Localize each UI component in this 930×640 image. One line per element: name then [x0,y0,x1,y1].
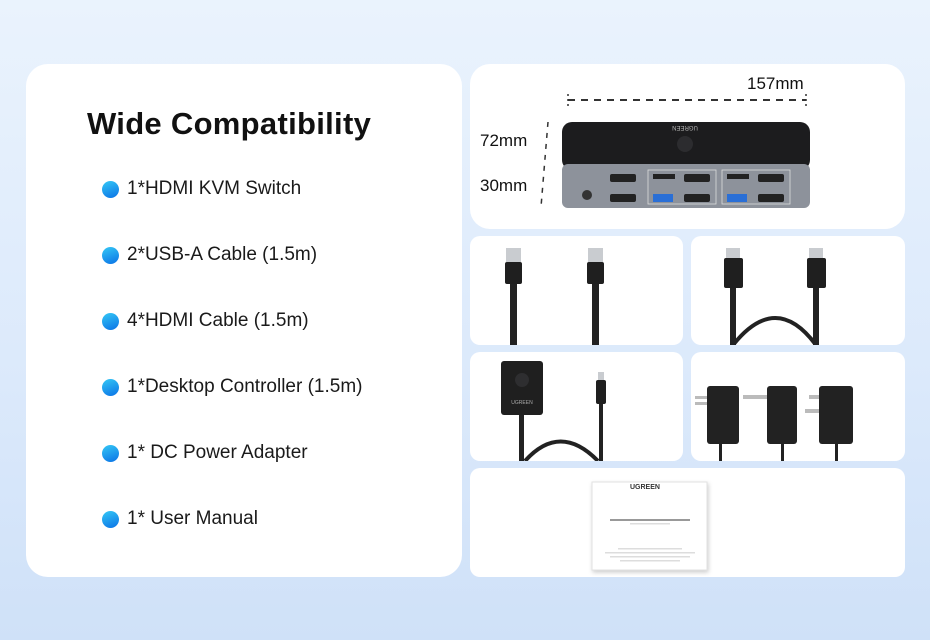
hdmi-cable-image [724,248,826,345]
bullet-icon [102,180,119,198]
controller-card: UGREEN [470,352,683,461]
user-manual-image [591,481,708,571]
depth-label: 72mm [480,131,528,150]
bullet-icon [102,246,119,264]
bullet-icon [102,378,119,396]
svg-text:UGREEN: UGREEN [511,400,533,406]
manual-brand: UGREEN [630,484,660,491]
item-label: 1* User Manual [127,508,258,529]
list-item: 1* DC Power Adapter [102,442,308,464]
height-label: 30mm [480,176,528,195]
usb-cable-card [470,236,683,345]
hdmi-cable-card [691,236,905,345]
brand-logo: UGREEN [672,124,698,130]
item-label: 4*HDMI Cable (1.5m) [127,310,309,331]
desktop-controller-image: UGREEN [501,361,606,461]
item-label: 1*Desktop Controller (1.5m) [127,376,363,397]
package-contents-card: Wide Compatibility 1*HDMI KVM Switch 2*U… [26,64,462,577]
list-item: 1*Desktop Controller (1.5m) [102,376,362,398]
item-label: 1*HDMI KVM Switch [127,178,302,199]
bullet-icon [102,312,119,330]
width-label: 157mm [747,74,804,93]
bullet-icon [102,444,119,462]
list-item: 1*HDMI KVM Switch [102,178,301,200]
dc-power-adapter-image [695,386,853,461]
item-label: 2*USB-A Cable (1.5m) [127,244,318,265]
usb-a-cable-image [505,248,604,345]
kvm-switch-image: UGREEN [540,94,810,208]
manual-card: UGREEN [470,468,905,577]
kvm-switch-card: UGREEN 157mm 72mm 30mm [470,64,905,229]
page-title: Wide Compatibility [87,106,372,141]
bullet-icon [102,510,119,528]
list-item: 1* User Manual [102,508,258,530]
list-item: 2*USB-A Cable (1.5m) [102,244,317,266]
list-item: 4*HDMI Cable (1.5m) [102,310,309,332]
item-label: 1* DC Power Adapter [127,442,308,463]
power-adapter-card [691,352,905,461]
